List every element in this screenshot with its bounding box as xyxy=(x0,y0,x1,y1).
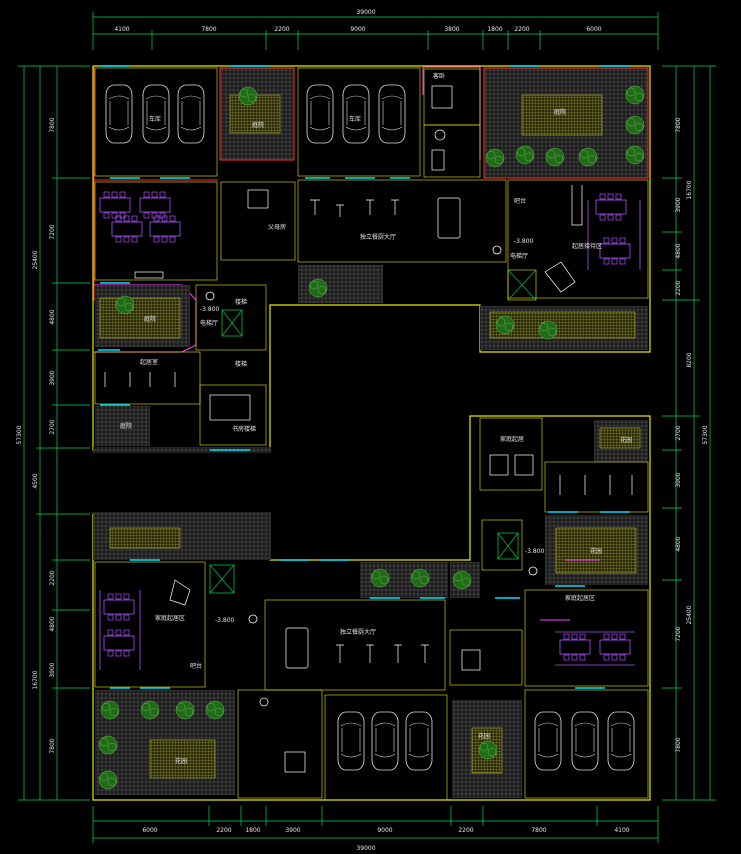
bottom-dim-4: 3900 xyxy=(285,827,300,834)
bottom-dim-3: 1800 xyxy=(245,827,260,834)
top-dim-7: 2200 xyxy=(514,26,529,33)
top-total-label: 39000 xyxy=(356,9,375,16)
left-dim-l2: 4800 xyxy=(49,616,56,631)
stair-2-label: 楼梯 xyxy=(235,360,247,368)
upper-building-block: 车库 庭院 车库 客卧 庭院 xyxy=(92,65,651,453)
living-label: 起居室 xyxy=(140,358,158,366)
bottom-dim-6: 2200 xyxy=(458,827,473,834)
parents-room-label: 父母房 xyxy=(268,223,286,231)
right-dimension-lines xyxy=(662,65,716,801)
elevator-1-label: 电梯厅 xyxy=(200,319,218,327)
bottom-dimension-lines xyxy=(92,806,659,843)
lower-bar-label: 吧台 xyxy=(190,662,202,670)
lower-left-room-label: 家庭起居区 xyxy=(155,614,185,622)
top-dim-6: 1800 xyxy=(487,26,502,33)
lower-building-block: 家庭起居 花园 -3.800 花园 家庭起居区 家庭起居区 吧台 -3.800 xyxy=(92,415,651,801)
right-dim-l3: 4800 xyxy=(675,536,682,551)
left-dim-u1: 7800 xyxy=(49,117,56,132)
top-dim-4: 9000 xyxy=(350,26,365,33)
right-dim-u3: 4800 xyxy=(675,243,682,258)
hall-top-label: 独立餐厨大厅 xyxy=(360,233,396,241)
level-2-label: -3.800 xyxy=(514,238,534,245)
lower-right-top-label: 家庭起居 xyxy=(500,435,524,443)
lower-right-room-label: 家庭起居区 xyxy=(565,594,595,602)
left-dim-u2: 7200 xyxy=(49,224,56,239)
hall-right-label: 起居接待区 xyxy=(572,242,602,250)
top-dim-8: 6000 xyxy=(586,26,601,33)
left-dim-u3: 4800 xyxy=(49,309,56,324)
lower-court-3-label: 花园 xyxy=(175,757,187,765)
left-total-lower: 16700 xyxy=(32,670,39,689)
left-dim-l3: 3900 xyxy=(49,662,56,677)
bottom-dim-5: 9000 xyxy=(377,827,392,834)
right-grand-total: 57300 xyxy=(702,425,709,444)
bottom-dim-2: 2200 xyxy=(216,827,231,834)
right-total-lower: 25400 xyxy=(686,605,693,624)
guest-label: 客卧 xyxy=(433,72,445,80)
left-dim-u5: 2700 xyxy=(49,419,56,434)
level-3-label: -3.800 xyxy=(525,548,545,555)
left-middle: 4500 xyxy=(32,473,39,488)
left-dimension-labels: 57300 25400 4500 16700 7800 7200 4800 39… xyxy=(16,117,56,753)
courtyard-2-label: 庭院 xyxy=(554,108,566,116)
bottom-dim-8: 4100 xyxy=(614,827,629,834)
right-dim-u2: 3900 xyxy=(675,197,682,212)
top-dimension-labels: 39000 4100 7800 2200 9000 3800 1800 2200… xyxy=(114,9,601,33)
top-dim-1: 4100 xyxy=(114,26,129,33)
left-dim-l1: 2200 xyxy=(49,570,56,585)
left-total-upper: 25400 xyxy=(32,250,39,269)
right-dim-l5: 7800 xyxy=(675,737,682,752)
garage-tl-label: 车库 xyxy=(149,115,161,123)
left-dim-u4: 3900 xyxy=(49,370,56,385)
right-dim-l4: 7200 xyxy=(675,626,682,641)
lower-court-4-label: 花园 xyxy=(478,732,490,740)
top-dim-2: 7800 xyxy=(201,26,216,33)
level-1-label: -3.800 xyxy=(200,306,220,313)
top-dim-5: 3800 xyxy=(444,26,459,33)
level-4-label: -3.800 xyxy=(215,617,235,624)
lower-court-1-label: 花园 xyxy=(620,436,632,444)
courtyard-4-label: 庭院 xyxy=(120,422,132,430)
top-dim-3: 2200 xyxy=(274,26,289,33)
bottom-dimension-labels: 6000 2200 1800 3900 9000 2200 7800 4100 … xyxy=(142,827,629,852)
bar-label: 吧台 xyxy=(514,197,526,205)
left-grand-total: 57300 xyxy=(16,425,23,444)
right-total-upper: 16700 xyxy=(686,180,693,199)
right-dim-l1: 2700 xyxy=(675,425,682,440)
stair-1-label: 楼梯 xyxy=(235,298,247,306)
bottom-dim-7: 7800 xyxy=(531,827,546,834)
left-dimension-lines xyxy=(18,65,90,801)
bottom-dim-1: 6000 xyxy=(142,827,157,834)
lower-center-room-label: 独立餐厨大厅 xyxy=(340,628,376,636)
courtyard-3-label: 庭院 xyxy=(144,315,156,323)
elevator-2-label: 电梯厅 xyxy=(510,252,528,260)
right-dim-u1: 7800 xyxy=(675,117,682,132)
left-dim-l4: 7800 xyxy=(49,738,56,753)
study-label: 书房楼梯 xyxy=(232,425,256,433)
right-middle: 8200 xyxy=(686,352,693,367)
right-dimension-labels: 57300 16700 8200 25400 7800 3900 4800 22… xyxy=(675,117,709,752)
lower-court-2-label: 花园 xyxy=(590,547,602,555)
top-dimension-lines xyxy=(92,12,659,50)
right-dim-l2: 3900 xyxy=(675,472,682,487)
right-dim-u4: 2200 xyxy=(675,280,682,295)
courtyard-1-label: 庭院 xyxy=(252,121,264,129)
bottom-total-label: 39000 xyxy=(356,845,375,852)
garage-tc-label: 车库 xyxy=(349,115,361,123)
